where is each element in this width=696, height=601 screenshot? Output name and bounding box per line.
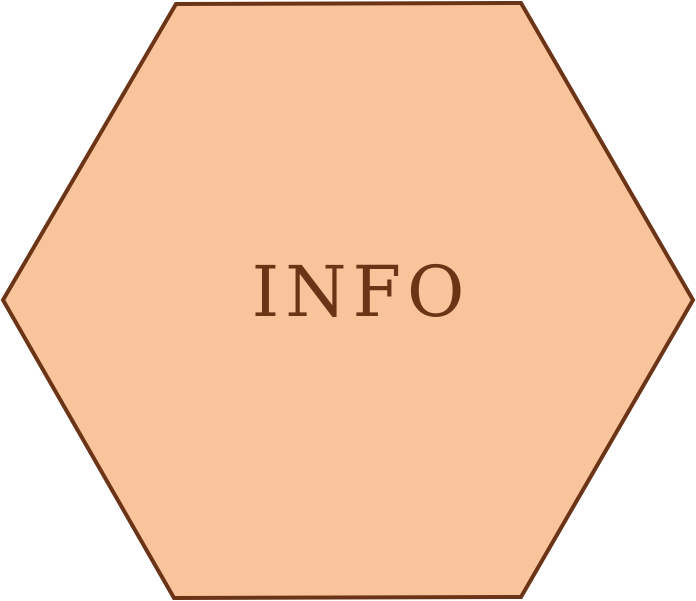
info-label: INFO <box>252 251 471 333</box>
